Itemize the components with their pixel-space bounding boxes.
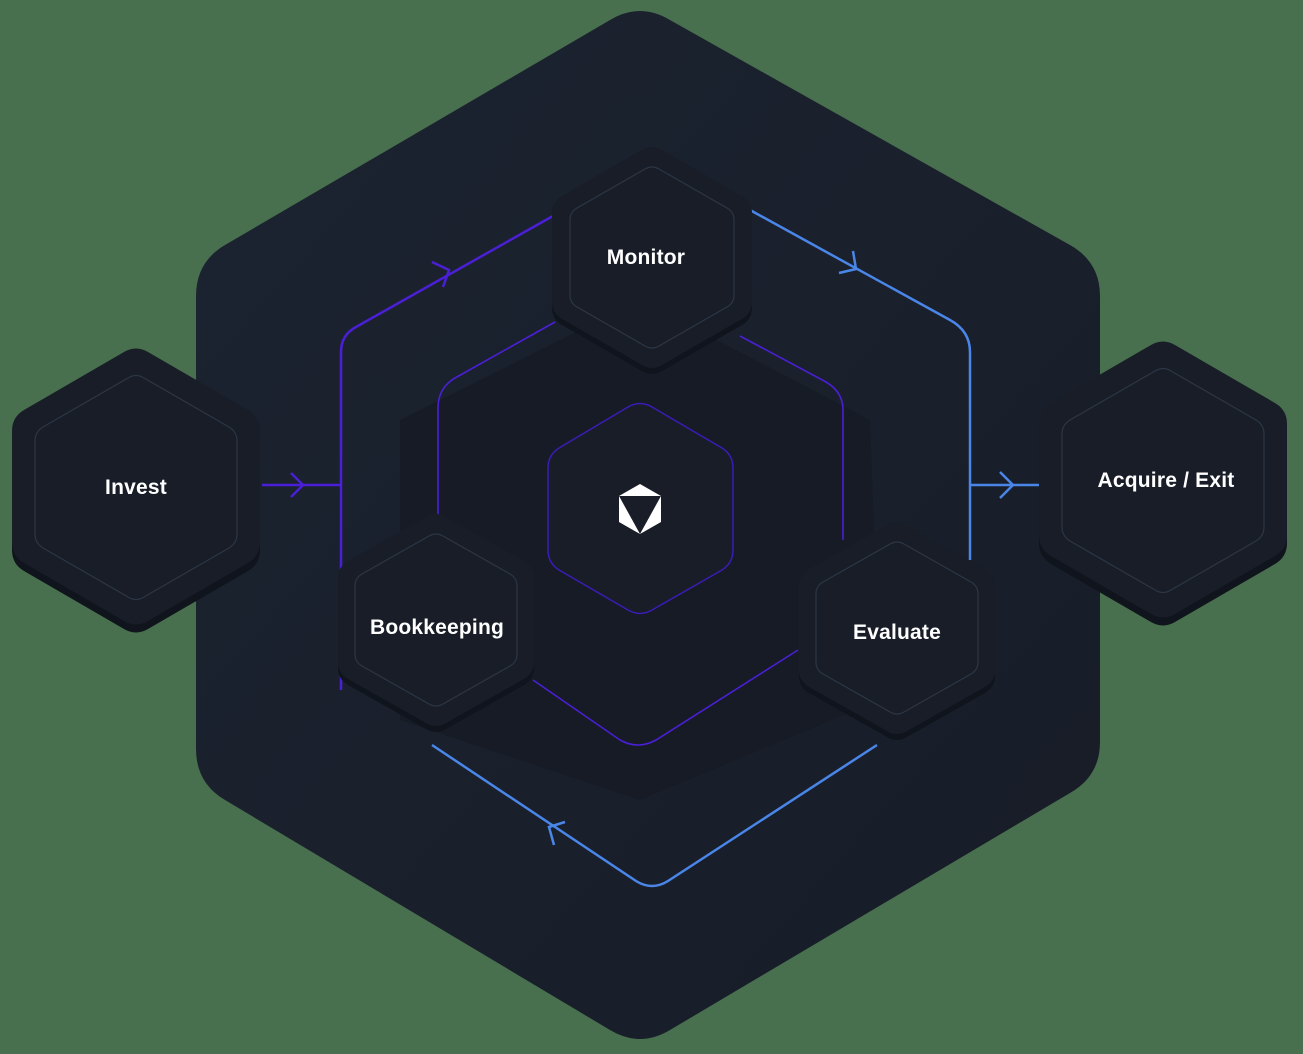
- node-invest-shape[interactable]: [12, 348, 260, 633]
- path-monitor-to-evaluate: [749, 208, 972, 560]
- arrow-icon: [838, 250, 858, 275]
- node-evaluate-label: Evaluate: [853, 621, 941, 644]
- node-acquire-exit-shape[interactable]: [1039, 341, 1287, 626]
- node-invest-label: Invest: [105, 476, 167, 499]
- node-monitor-label: Monitor: [606, 246, 686, 269]
- arrow-icon: [999, 471, 1015, 499]
- node-bookkeeping-label: Bookkeeping: [369, 616, 505, 639]
- arrow-icon: [290, 472, 305, 498]
- arrow-icon: [547, 820, 566, 846]
- arrow-icon: [431, 260, 451, 288]
- node-evaluate-shape[interactable]: [799, 522, 995, 740]
- inner-ring-path: [437, 321, 844, 746]
- node-monitor-shape[interactable]: [552, 147, 752, 374]
- node-bookkeeping-shape[interactable]: [338, 514, 534, 732]
- node-acquire-exit-label: Acquire / Exit: [1097, 469, 1235, 492]
- path-evaluate-to-bookkeeping: [431, 743, 878, 888]
- hexagon-triangle-logo-icon: [619, 484, 661, 534]
